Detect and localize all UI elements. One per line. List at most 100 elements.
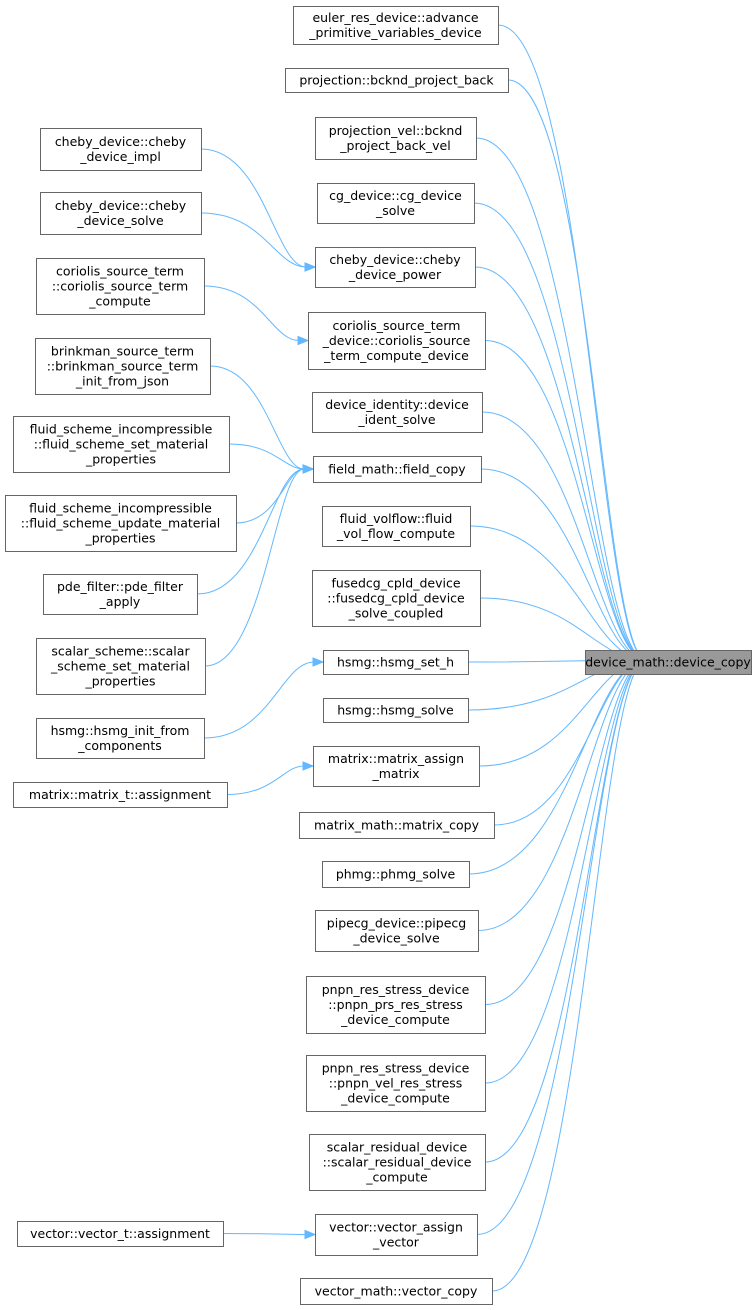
caller-node-brinkman[interactable]: brinkman_source_term::brinkman_source_te… — [35, 338, 211, 395]
edge-line — [200, 148, 307, 268]
caller-node-euler[interactable]: euler_res_device::advance_primitive_vari… — [293, 6, 499, 45]
edge-line — [507, 79, 647, 661]
node-label-line: _scheme_set_material — [50, 659, 190, 674]
node-box — [293, 6, 499, 45]
caller-node-phmg[interactable]: phmg::phmg_solve — [322, 861, 470, 888]
node-box — [300, 1278, 493, 1305]
node-label-line: device_identity::device — [325, 397, 469, 412]
edge-vector_assign-to-target — [476, 655, 657, 1235]
edge-line — [491, 659, 647, 1292]
node-label-line: hsmg::hsmg_init_from — [51, 723, 190, 738]
caller-node-cheby_power[interactable]: cheby_device::cheby_device_power — [315, 247, 476, 288]
caller-node-coriolis_dev[interactable]: coriolis_source_term_device::coriolis_so… — [308, 312, 486, 370]
node-label-line: _device_solve — [76, 213, 164, 228]
caller-node-fsi_update[interactable]: fluid_scheme_incompressible::fluid_schem… — [5, 495, 237, 552]
node-label-line: ::coriolis_source_term — [52, 279, 188, 294]
edge-line — [484, 340, 647, 661]
node-label-line: coriolis_source_term — [333, 318, 461, 333]
caller-node-scalar_scheme[interactable]: scalar_scheme::scalar_scheme_set_materia… — [36, 638, 206, 695]
caller-node-proj_back[interactable]: projection::bcknd_project_back — [285, 68, 509, 93]
node-box — [322, 861, 470, 888]
caller-node-pnpn_prs[interactable]: pnpn_res_stress_device::pnpn_prs_res_str… — [306, 976, 486, 1034]
edge-line — [469, 525, 647, 661]
edge-cheby_power-to-target — [474, 266, 657, 665]
edge-pnpn_vel-to-target — [484, 655, 657, 1084]
caller-node-ident[interactable]: device_identity::device_ident_solve — [312, 392, 483, 433]
edge-scalar_res-to-target — [484, 655, 657, 1163]
node-label-line: euler_res_device::advance — [312, 10, 478, 25]
node-box — [285, 68, 509, 93]
node-box — [36, 258, 205, 315]
node-box — [40, 192, 202, 235]
edge-line — [475, 137, 647, 661]
caller-node-cheby_solve[interactable]: cheby_device::cheby_device_solve — [40, 192, 202, 235]
caller-node-field_copy[interactable]: field_math::field_copy — [313, 456, 482, 483]
node-box — [323, 650, 469, 675]
caller-node-matrix_copy[interactable]: matrix_math::matrix_copy — [299, 812, 495, 839]
node-box — [315, 910, 479, 952]
node-label-line: _matrix — [372, 766, 420, 781]
arrowhead — [302, 761, 315, 771]
caller-node-matrix_t[interactable]: matrix::matrix_t::assignment — [13, 782, 228, 808]
caller-node-hsmg_set_h[interactable]: hsmg::hsmg_set_h — [323, 650, 469, 675]
caller-node-pde_filter[interactable]: pde_filter::pde_filter_apply — [43, 574, 198, 615]
caller-node-matrix_assign[interactable]: matrix::matrix_assign_matrix — [313, 746, 480, 787]
node-label-line: projection::bcknd_project_back — [299, 73, 494, 88]
node-label-line: scalar_scheme::scalar — [51, 644, 190, 659]
caller-node-cheby_impl[interactable]: cheby_device::cheby_device_impl — [40, 128, 202, 171]
caller-node-fsi_set[interactable]: fluid_scheme_incompressible::fluid_schem… — [13, 416, 230, 473]
node-label-line: pipecg_device::pipecg — [327, 916, 466, 931]
node-label-line: cheby_device::cheby — [55, 134, 187, 149]
node-label-line: ::fluid_scheme_update_material — [21, 516, 220, 531]
node-label-line: hsmg::hsmg_solve — [337, 703, 454, 718]
target-node[interactable]: device_math::device_copy — [585, 650, 752, 675]
node-label-line: matrix::matrix_assign — [328, 751, 464, 766]
caller-node-proj_vel[interactable]: projection_vel::bcknd_project_back_vel — [315, 117, 477, 160]
caller-node-scalar_res[interactable]: scalar_residual_device::scalar_residual_… — [309, 1134, 486, 1191]
edge-line — [209, 365, 305, 470]
caller-node-fusedcg[interactable]: fusedcg_cpld_device::fusedcg_cpld_device… — [312, 570, 481, 627]
node-label-line: _device_solve — [352, 931, 440, 946]
caller-node-pnpn_vel[interactable]: pnpn_res_stress_device::pnpn_vel_res_str… — [306, 1055, 486, 1112]
node-label-line: ::scalar_residual_device — [323, 1155, 472, 1170]
edge-line — [474, 266, 647, 661]
node-label-line: _device::coriolis_source — [322, 333, 471, 348]
node-box — [323, 698, 469, 723]
node-box — [5, 495, 237, 552]
node-label-line: hsmg::hsmg_set_h — [337, 655, 454, 670]
node-label-line: ::brinkman_source_term — [47, 359, 199, 374]
caller-node-coriolis_term[interactable]: coriolis_source_term::coriolis_source_te… — [36, 258, 205, 315]
caller-node-hsmg_init[interactable]: hsmg::hsmg_init_from_components — [36, 718, 205, 759]
caller-node-vector_t[interactable]: vector::vector_t::assignment — [17, 1221, 224, 1247]
caller-node-vector_assign[interactable]: vector::vector_assign_vector — [315, 1214, 478, 1256]
edge-line — [196, 468, 305, 595]
caller-node-volflow[interactable]: fluid_volflow::fluid_vol_flow_compute — [322, 506, 471, 547]
edge-line — [484, 659, 647, 1005]
node-box — [585, 650, 752, 675]
node-label-line: _device_compute — [340, 1091, 450, 1106]
node-label-line: _primitive_variables_device — [308, 25, 482, 40]
edge-line — [222, 1233, 307, 1235]
node-label-line: brinkman_source_term — [51, 344, 194, 359]
node-box — [36, 638, 206, 695]
arrowhead — [304, 1229, 317, 1240]
node-box — [299, 812, 495, 839]
node-box — [315, 1214, 478, 1256]
node-label-line: _properties — [85, 452, 156, 467]
edge-line — [204, 468, 305, 667]
edge-line — [476, 659, 647, 1235]
node-label-line: projection_vel::bcknd — [329, 123, 463, 138]
caller-node-hsmg_solve[interactable]: hsmg::hsmg_solve — [323, 698, 469, 723]
caller-node-pipecg[interactable]: pipecg_device::pipecg_device_solve — [315, 910, 479, 952]
edge-field_copy-to-target — [480, 468, 657, 665]
node-label-line: _properties — [84, 531, 155, 546]
edge-pnpn_prs-to-target — [484, 655, 657, 1005]
caller-node-vector_copy[interactable]: vector_math::vector_copy — [300, 1278, 493, 1305]
edge-line — [200, 212, 307, 268]
node-box — [309, 1134, 486, 1191]
node-label-line: _apply — [99, 594, 141, 609]
node-label-line: fluid_scheme_incompressible — [30, 422, 213, 437]
edge-proj_back-to-target — [507, 79, 657, 665]
node-label-line: cg_device::cg_device — [329, 188, 462, 203]
caller-node-cg[interactable]: cg_device::cg_device_solve — [317, 183, 475, 224]
